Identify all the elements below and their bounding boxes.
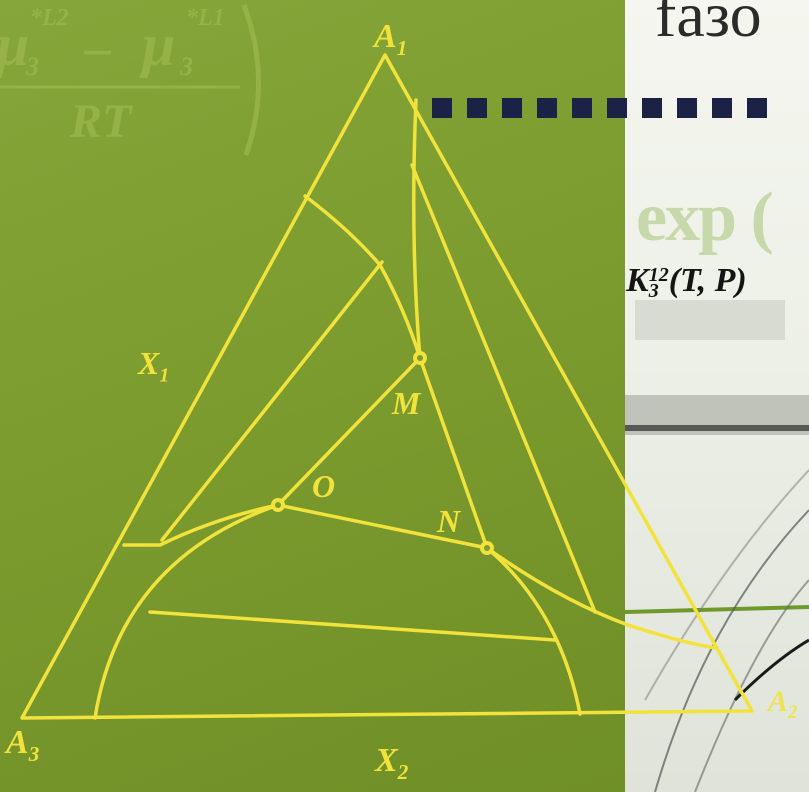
bottom-tie-line	[150, 612, 555, 640]
axis-X1-label: X1	[138, 345, 169, 387]
vertex-A2-label: A2	[768, 685, 797, 724]
left-branch-OM	[278, 358, 420, 505]
left-step	[124, 505, 278, 545]
vertex-A1-label: A1	[374, 18, 407, 61]
inner-right-boundary	[412, 165, 595, 612]
N-to-right-curve	[487, 548, 717, 648]
N-lower-branch	[487, 548, 580, 714]
left-tie-line-1	[305, 196, 420, 358]
point-N-label: N	[437, 503, 460, 540]
vertex-A3-label: A3	[6, 724, 39, 767]
axis-X2-label: X2	[375, 742, 408, 785]
point-M-label: M	[392, 385, 420, 422]
upper-right-curve	[414, 100, 420, 358]
point-O-label: O	[312, 468, 335, 505]
